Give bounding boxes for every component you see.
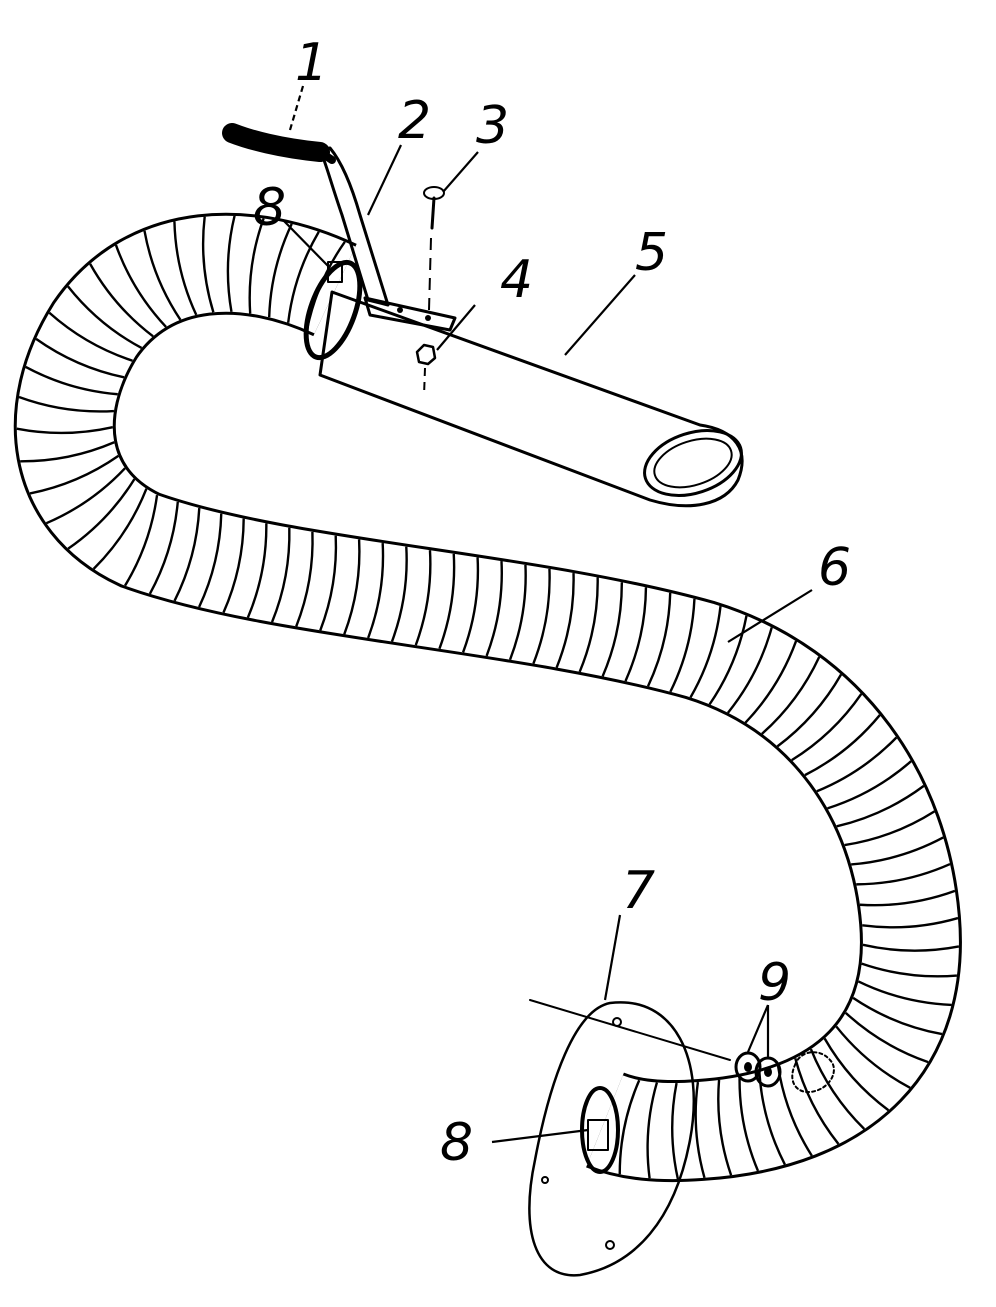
hose-rib [856, 862, 951, 886]
screw [423, 186, 445, 311]
hose-rib [804, 714, 881, 777]
callout-6: 6 [818, 538, 851, 598]
washers [734, 1051, 835, 1094]
hose-rib [555, 573, 575, 669]
hose-rib [438, 553, 456, 650]
hose-rib [508, 564, 527, 661]
flange-plate [528, 999, 731, 1277]
hose-rib [835, 1025, 911, 1089]
hose-rib [286, 231, 320, 323]
hose-rib [791, 693, 863, 762]
hose-rib [624, 587, 648, 682]
hose-rib [646, 1082, 659, 1179]
callout-labels: 1 2 3 4 5 6 7 8 8 9 [253, 33, 851, 1173]
callout-9: 9 [758, 953, 791, 1013]
hose-rib [343, 539, 361, 635]
hose-rib [173, 221, 198, 316]
hose-rib [270, 527, 291, 623]
hose-rib [295, 531, 314, 627]
hose-clamp-top [303, 259, 363, 361]
callout-3: 3 [476, 96, 509, 156]
nut [415, 343, 437, 397]
hose-rib [246, 523, 268, 619]
hose-rib [20, 441, 115, 463]
hose-rib [862, 916, 959, 929]
hose-rib [222, 518, 245, 614]
hose-rib [198, 513, 223, 608]
hose-rib [67, 285, 143, 350]
hose-rib [694, 1081, 706, 1179]
hose-rib [836, 784, 925, 828]
hose-rib [45, 467, 126, 525]
callout-5: 5 [635, 223, 668, 283]
hose-rib [35, 337, 125, 379]
hose-rib [16, 425, 114, 435]
hose-rib [827, 760, 912, 810]
hose-rib [618, 1079, 641, 1175]
hose-rib [532, 568, 551, 664]
hose-rib [809, 1048, 866, 1130]
hose-rib [794, 1058, 840, 1145]
callout-8-top: 8 [253, 178, 286, 238]
leader-lines [282, 85, 813, 1144]
support-bracket [318, 146, 457, 332]
hose-rib [708, 615, 748, 706]
hose-rib [738, 1076, 760, 1172]
hose-rib [857, 980, 952, 1007]
hose-rib [201, 216, 215, 313]
hose-rib [717, 1079, 733, 1176]
hose-rib [148, 501, 179, 595]
hose-rib [18, 395, 115, 413]
hose-rib [267, 223, 293, 318]
hose-rib [761, 656, 821, 735]
hose-rib [461, 557, 480, 653]
hose-rib [744, 640, 798, 724]
hose-rib [29, 454, 120, 495]
hose-rib [114, 244, 167, 328]
hose-rib [646, 592, 672, 687]
flexible-hose [13, 212, 962, 1183]
handle-grip [222, 123, 336, 164]
callout-4: 4 [500, 250, 533, 310]
hose-rib [248, 218, 265, 314]
hose-rib [776, 673, 843, 748]
hose-rib [390, 546, 408, 642]
hose-rib [143, 230, 182, 321]
hose-rib [671, 1082, 680, 1180]
hose-rib [67, 478, 136, 550]
hose-rib [844, 810, 936, 847]
hose-rib [578, 577, 599, 673]
hose-rib [173, 507, 201, 602]
hose-rib [851, 836, 944, 866]
hose-rib [92, 488, 148, 570]
hose-rib [319, 535, 338, 631]
hose-rib [859, 889, 956, 907]
hose-rib [601, 582, 624, 677]
hose-rib [485, 561, 503, 657]
hose-rib [414, 550, 432, 646]
callout-2: 2 [398, 91, 431, 151]
hose-rib [823, 1037, 890, 1112]
callout-7: 7 [622, 861, 655, 921]
hose-rib [726, 627, 773, 714]
hose-rib [124, 494, 159, 587]
hose-rib [861, 962, 958, 978]
hose-rib [844, 1011, 929, 1064]
hose-rib [25, 365, 118, 396]
hose-rib [367, 543, 385, 639]
hose-rib [669, 598, 696, 693]
hose-rib [48, 311, 133, 362]
callout-8-bottom: 8 [440, 1113, 473, 1173]
hose-rib [689, 606, 722, 698]
hose-rib [89, 263, 154, 338]
hose-rib [862, 943, 960, 952]
hose-rib [852, 996, 943, 1036]
callout-1: 1 [295, 33, 328, 93]
tail-pipe [318, 290, 744, 508]
hose-rib [226, 215, 236, 313]
hose-rib [816, 736, 898, 793]
